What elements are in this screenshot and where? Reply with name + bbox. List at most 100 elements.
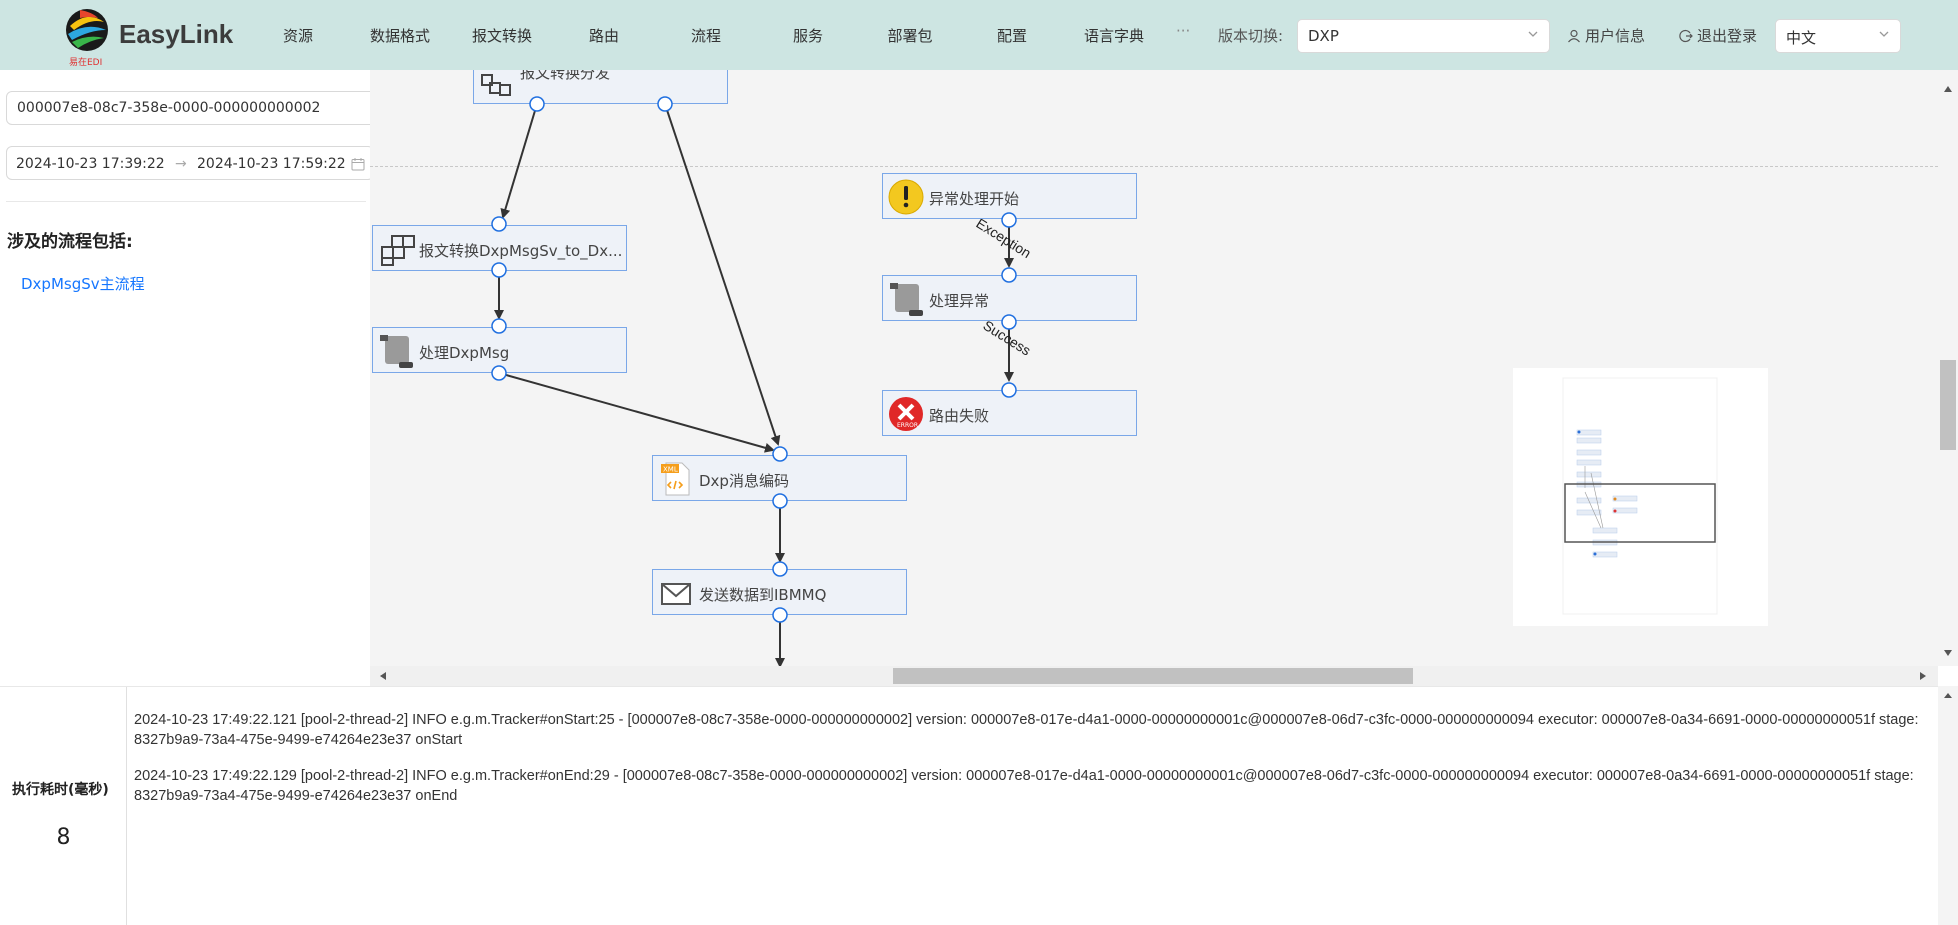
node-ports <box>491 96 1017 623</box>
node-label: 处理异常 <box>929 292 990 310</box>
port <box>491 262 507 278</box>
minimap[interactable] <box>1513 368 1768 626</box>
language-select[interactable]: 中文 <box>1775 19 1901 53</box>
date-end[interactable]: 2024-10-23 17:59:22 <box>197 156 346 172</box>
node-exception-start[interactable]: 异常处理开始 <box>882 173 1137 219</box>
chevron-down-icon <box>1528 31 1538 37</box>
logout-icon <box>1679 29 1693 43</box>
node-label: 报文转换DxpMsgSv_to_Dx... <box>419 242 623 260</box>
port <box>772 493 788 509</box>
log-panel: 执行耗时(毫秒) 8 2024-10-23 17:49:22.121 [pool… <box>0 686 1938 925</box>
node-encode[interactable]: XML Dxp消息编码 <box>652 455 907 501</box>
flow-canvas[interactable]: Exception Success 报文转换分发 报文转换DxpMsgSv_to… <box>370 70 1938 666</box>
user-icon <box>1568 29 1580 43</box>
date-start[interactable]: 2024-10-23 17:39:22 <box>16 156 165 172</box>
scroll-icon <box>380 335 413 368</box>
nav-language-dict[interactable]: 语言字典 <box>1083 27 1144 45</box>
blocks-icon <box>381 235 415 266</box>
dispatch-icon <box>481 74 511 96</box>
minimap-viewport <box>1564 483 1716 543</box>
port <box>772 446 788 462</box>
port <box>657 96 673 112</box>
port <box>1001 314 1017 330</box>
port <box>1001 267 1017 283</box>
svg-text:ERROR: ERROR <box>897 422 918 429</box>
port <box>491 365 507 381</box>
node-label: 异常处理开始 <box>929 190 1020 208</box>
logout-link[interactable]: 退出登录 <box>1679 25 1757 46</box>
logo-mark-icon <box>66 9 108 51</box>
flows-title: 涉及的流程包括: <box>7 232 133 252</box>
logo-text: EasyLink <box>119 19 234 49</box>
divider <box>6 201 366 202</box>
svg-text:XML: XML <box>663 466 678 474</box>
exec-time-box: 执行耗时(毫秒) 8 <box>0 687 127 925</box>
error-icon: ERROR <box>889 397 923 431</box>
exec-time-value: 8 <box>56 825 71 850</box>
log-vertical-scrollbar[interactable] <box>1938 686 1958 925</box>
nav-more[interactable]: ··· <box>1176 22 1191 40</box>
nav-message-convert[interactable]: 报文转换 <box>471 27 532 45</box>
port <box>1001 212 1017 228</box>
node-label: Dxp消息编码 <box>699 472 789 490</box>
flow-link-main[interactable]: DxpMsgSv主流程 <box>21 275 145 293</box>
node-label: 处理DxpMsg <box>419 344 510 362</box>
nav-service[interactable]: 服务 <box>792 27 823 45</box>
canvas-vertical-scrollbar[interactable] <box>1938 70 1958 666</box>
user-info-link[interactable]: 用户信息 <box>1567 25 1645 46</box>
version-label: 版本切换: <box>1218 27 1284 45</box>
port <box>529 96 545 112</box>
scroll-thumb <box>893 668 1413 684</box>
port <box>1001 382 1017 398</box>
page-break-line <box>370 166 1938 167</box>
node-label: 发送数据到IBMMQ <box>699 586 827 604</box>
nav-routing[interactable]: 路由 <box>588 27 619 45</box>
version-select[interactable]: DXP <box>1297 19 1550 53</box>
log-line: 2024-10-23 17:49:22.121 [pool-2-thread-2… <box>134 712 1919 748</box>
port <box>491 216 507 232</box>
nav-deploy-package[interactable]: 部署包 <box>887 27 933 45</box>
mail-icon <box>661 583 691 605</box>
scrollbar-track <box>1940 86 1956 656</box>
date-separator: → <box>175 156 187 172</box>
nav-data-format[interactable]: 数据格式 <box>369 27 430 45</box>
warning-icon <box>888 179 924 215</box>
user-info-label: 用户信息 <box>1585 27 1646 45</box>
nav-process[interactable]: 流程 <box>690 27 721 45</box>
nav-config[interactable]: 配置 <box>996 27 1027 45</box>
edge-process-encode <box>498 372 775 453</box>
exec-time-label: 执行耗时(毫秒) <box>12 782 109 798</box>
edge-dispatch-convert <box>500 103 538 219</box>
scrollbar-track <box>380 668 1926 684</box>
nav-resource[interactable]: 资源 <box>282 27 313 45</box>
node-label: 报文转换分发 <box>520 70 611 82</box>
scroll-thumb <box>1940 360 1956 450</box>
node-label: 路由失败 <box>929 407 990 425</box>
scroll-left-arrow <box>380 672 386 680</box>
scroll-up-arrow <box>1944 693 1952 698</box>
flow-edges: Exception Success <box>494 103 1034 666</box>
log-line: 2024-10-23 17:49:22.129 [pool-2-thread-2… <box>134 768 1914 804</box>
logo[interactable]: EasyLink 易在EDI <box>60 3 290 68</box>
logout-label: 退出登录 <box>1697 27 1758 45</box>
minimap-preview <box>1562 377 1718 615</box>
language-value: 中文 <box>1786 29 1817 47</box>
port <box>772 561 788 577</box>
port <box>772 607 788 623</box>
edge-dispatch-encode <box>664 103 781 446</box>
node-dispatch[interactable]: 报文转换分发 <box>473 70 728 104</box>
scroll-up-arrow <box>1944 86 1952 92</box>
canvas-horizontal-scrollbar[interactable] <box>370 666 1938 686</box>
top-header: EasyLink 易在EDI 资源 数据格式 报文转换 路由 流程 服务 部署包… <box>0 0 1958 70</box>
trace-id-input[interactable]: 000007e8-08c7-358e-0000-000000000002 <box>6 91 376 125</box>
calendar-icon <box>351 158 365 171</box>
xml-file-icon: XML <box>661 462 690 496</box>
scroll-down-arrow <box>1944 650 1952 656</box>
scroll-right-arrow <box>1920 672 1926 680</box>
version-value: DXP <box>1308 27 1339 45</box>
date-range-picker[interactable]: 2024-10-23 17:39:22 → 2024-10-23 17:59:2… <box>6 146 374 180</box>
logo-subtext: 易在EDI <box>69 58 103 68</box>
chevron-down-icon <box>1879 31 1889 37</box>
scrollbar-track <box>1944 693 1952 698</box>
left-panel: 000007e8-08c7-358e-0000-000000000002 202… <box>0 70 376 686</box>
